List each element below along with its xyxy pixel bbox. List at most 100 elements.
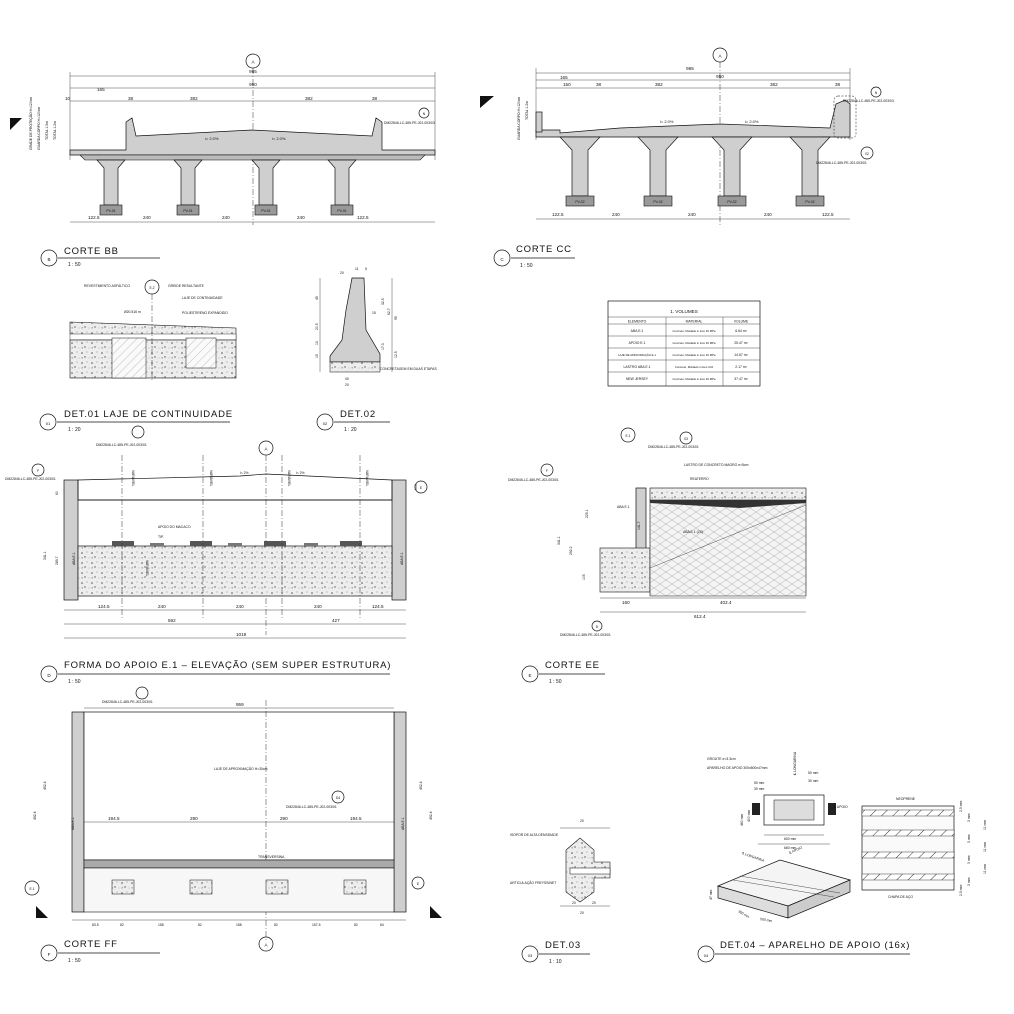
forma-label-aba-left: ABA E.1 [72,552,76,565]
ee-vdim-3: 105 [582,574,586,580]
ff-bottom-dim-7: 157.5 [312,923,321,927]
det02-dim-9: 62.7 [387,308,391,315]
det04-label-apoio-iso: ℄ APOIO [788,845,803,855]
cc-side-label-1: GUARDA CORPO H=120cm [517,97,521,140]
det04-dim-50a: 50 mm [754,781,765,785]
forma-label-aba-right: ABA E.1 [400,552,404,565]
forma-ref-left: DM22846-LC-485-PE-J02-003/01 [5,477,56,481]
piers: PV-01 PV-01 PV-01 PV-01 [96,159,357,216]
det02-dim-12: 17.3 [381,343,385,350]
table-cell: 25.47 m³ [734,341,748,345]
ee-vdim-1: 341.1 [557,536,561,545]
ff-axis-marker: A [264,943,268,948]
ee-dim-402: 402.4 [720,600,732,605]
cc-ref-marker-02: 02 [865,152,869,156]
det01-label-3: LAJE DE CONTINUIDADE [182,296,223,300]
ee-vdim-5: 225.1 [585,509,589,518]
cc-ref-marker-n: N [875,91,878,95]
view-marker-04: 04 [704,953,709,958]
table-cell: Concreto, Moldado in loco 30 MPa [673,377,716,381]
det02-dim-1: 20 [340,271,344,275]
det03-dim-4: 20 [580,911,584,915]
ff-label-aba-right: ABA E.1 [401,817,405,830]
forma-marker-e: E [420,486,423,490]
det04-label-longarina-plan: ℄ LONGARINA [793,751,797,776]
forma-dim3: 1019 [236,632,247,637]
axis-marker-cc: A [718,54,722,59]
forma-slope-right: i= 2% [296,471,305,475]
view-det02: 20 11 5 45 20.5 13 15 95 62.7 32.5 15 17… [315,267,437,433]
forma-dim2-2: 427 [332,618,340,623]
axis-marker-label: A [251,60,255,65]
det04-label-chapa: CHAPA DE AÇO [888,895,913,899]
view-scale-bb: 1 : 50 [68,262,81,268]
dim-total-width: 965 [249,69,257,74]
side-label-2: GUARDA CORPO H=120cm [37,107,41,150]
volumes-header-volume: VOLUME [734,320,749,324]
cc-slope-left: i= 2.0% [660,119,674,124]
dim-38-left: 38 [128,96,134,101]
cc-bottom-dim-2: 240 [612,212,620,217]
det04-label-longarina-iso: ℄ LONGARINA [741,851,766,863]
view-scale-forma: 1 : 50 [68,679,81,685]
ff-bottom-dim-4: 82 [198,923,202,927]
forma-vdim-3: 105 [414,484,418,490]
view-marker-03: 03 [528,953,533,958]
ee-dim-160: 160 [622,600,630,605]
dim-10: 10 [65,96,71,101]
ff-bottom-dim-8: 82 [354,923,358,927]
det01-label-5: Ø20.516 m [124,310,141,314]
det04-layer-7: 11 mm [983,864,987,874]
ff-bottom-dim-9: 84 [380,923,384,927]
view-title-det01: DET.01 LAJE DE CONTINUIDADE [64,409,233,420]
table-cell: LASTRO ABA E.1 [624,365,651,369]
ee-vdim-4: 141.7 [637,521,641,530]
ff-mid-dim-4: 194.5 [350,816,362,821]
table-cell: 14.57 m³ [734,353,748,357]
view-det04: 600 mm 660 mm 400 mm 460 mm 50 mm 30 mm … [697,751,987,963]
view-det03: 20 20 20 20 ISOPOR DE ALTA DENSIDADE ART… [510,819,611,965]
det04-dim-600: 600 mm [784,837,796,841]
det04-dim-460: 460 mm [740,814,744,826]
det01-callout: E.2 [149,286,154,290]
dim-deck-width: 950 [249,82,257,87]
view-corte-bb: A 965 950 165 38 382 382 38 10 GRADE DE … [10,53,436,268]
volumes-header-elemento: ELEMENTO [628,320,647,324]
forma-dim1-4: 240 [314,604,322,609]
pier-label-4: PV-01 [337,209,346,213]
view-scale-cc: 1 : 50 [520,263,533,269]
det04-layer-6: 3 mm [967,855,971,864]
forma-dim1-5: 124.5 [372,604,384,609]
table-cell: Concreto, Moldado in loco 30 MPa [673,341,716,345]
cc-dim-deck: 950 [716,74,724,79]
det04-layer-4: 3 mm [967,834,971,843]
ff-bottom-dim-1: 83.5 [92,923,99,927]
cc-pier-4: PV-02 [805,200,814,204]
view-title-det04: DET.04 – APARELHO DE APOIO (16x) [720,940,910,951]
view-marker-b: B [47,257,50,262]
det01-label-2: GREIDE RESULTANTE [168,284,205,288]
ee-label-lastro: LASTRO DE CONCRETO MAGRO e=5cm [684,463,749,467]
ff-side-dim-2: 492.4 [33,811,37,820]
pier-label-1: PV-01 [106,209,115,213]
pier-label-3: PV-01 [261,209,270,213]
cc-dim-150: 150 [563,82,571,87]
view-marker-e: E [528,673,531,678]
ff-side-dim-3: 452.4 [419,781,423,790]
det02-dim-13: 12.5 [394,351,398,358]
det04-label-apoio-plan: ℄ APOIO [833,805,848,809]
pier-label-2: PV-01 [183,209,192,213]
cc-dim-total: 965 [686,66,694,71]
det02-dim-3: 5 [365,267,367,271]
cc-pier-1: PV-02 [575,200,584,204]
forma-axis-label-3: VARIÁVEL [287,470,291,486]
north-triangle-icon [10,118,22,130]
table-cell: 2.17 m³ [735,365,747,369]
ee-ref-code: DM22846-LC-485-PE-J02-003/01 [648,445,699,449]
forma-axis-label-5: VARIÁVEL [145,560,149,576]
ref-code: DM22846-LC-485-PE-J02-003/03 [384,121,435,125]
cc-slope-right: i= 2.0% [745,119,759,124]
ref-marker-n: N [423,112,426,116]
slope-left: i= 2.0% [205,136,219,141]
